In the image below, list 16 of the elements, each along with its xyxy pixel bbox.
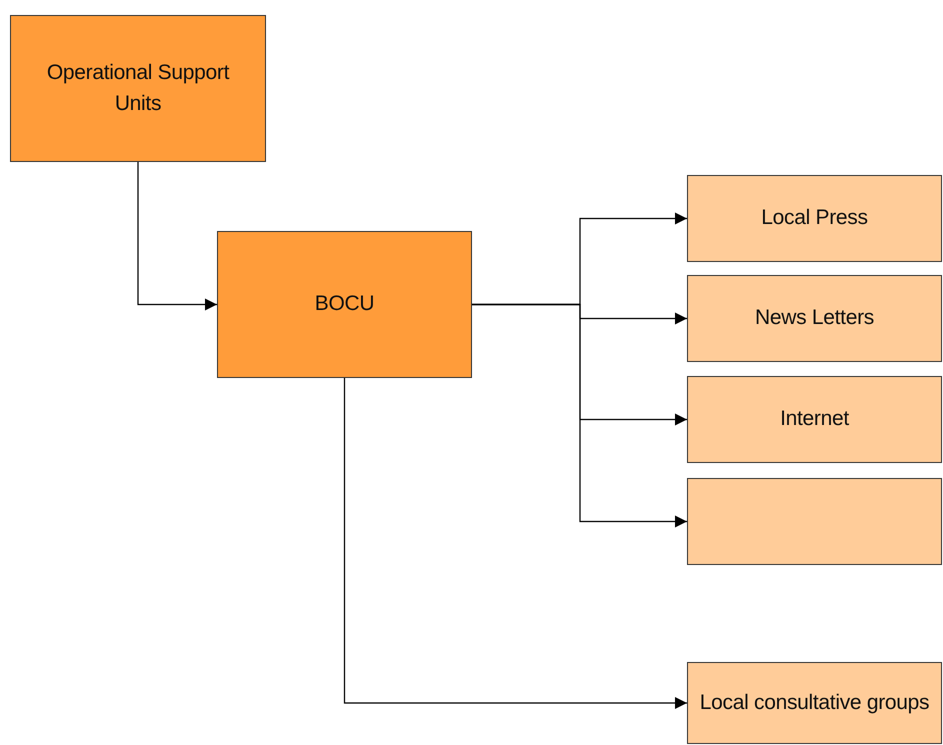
box-label: Operational Support Units xyxy=(46,60,230,116)
channel-box xyxy=(687,662,942,744)
channel-box xyxy=(687,478,942,565)
connector-arrow xyxy=(472,304,687,528)
channel-box xyxy=(687,376,942,463)
box-label: Internet xyxy=(780,406,849,432)
box-label: BOCU xyxy=(314,291,374,318)
connector-arrow xyxy=(344,378,687,709)
channel-box xyxy=(687,175,942,262)
unit-box xyxy=(217,231,472,378)
box-label: News Letters xyxy=(755,305,874,332)
unit-box xyxy=(10,15,266,162)
connector-arrow xyxy=(137,162,217,310)
box-label: Local consultative groups xyxy=(700,690,930,716)
channel-box xyxy=(687,275,942,362)
box-label: Local Press xyxy=(761,205,868,232)
